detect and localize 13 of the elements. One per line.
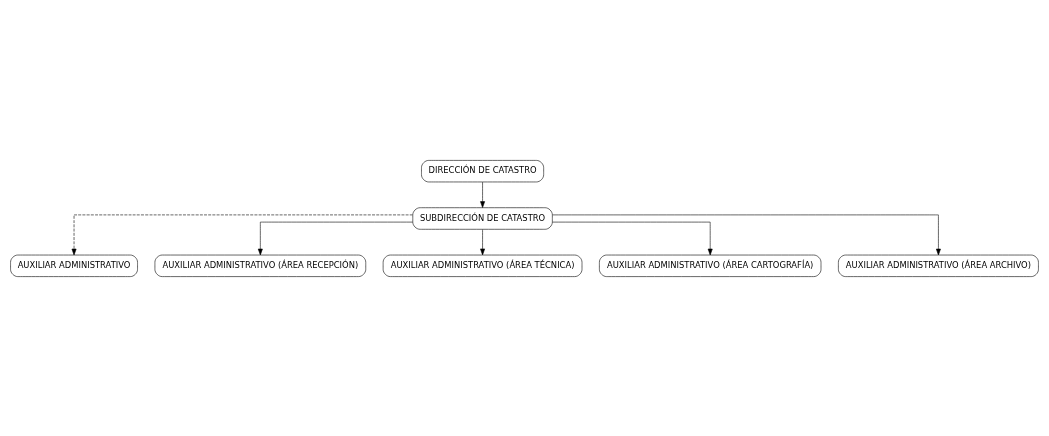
arrow <box>480 228 485 255</box>
node-box: AUXILIAR ADMINISTRATIVO (ÁREA RECEPCIÓN) <box>154 254 367 277</box>
node-box: SUBDIRECCIÓN DE CATASTRO <box>412 206 553 230</box>
node-box: AUXILIAR ADMINISTRATIVO <box>10 254 138 277</box>
arrow <box>257 221 413 255</box>
node-box: AUXILIAR ADMINISTRATIVO (ÁREA ARCHIVO) <box>838 254 1039 277</box>
arrow <box>552 214 941 255</box>
arrow <box>552 221 713 255</box>
arrow <box>71 214 413 255</box>
arrow <box>480 181 485 208</box>
node-box: AUXILIAR ADMINISTRATIVO (ÁREA CARTOGRAFÍA) <box>599 254 822 277</box>
node-box: DIRECCIÓN DE CATASTRO <box>421 159 544 182</box>
node-box: AUXILIAR ADMINISTRATIVO (ÁREA TÉCNICA) <box>382 254 583 277</box>
